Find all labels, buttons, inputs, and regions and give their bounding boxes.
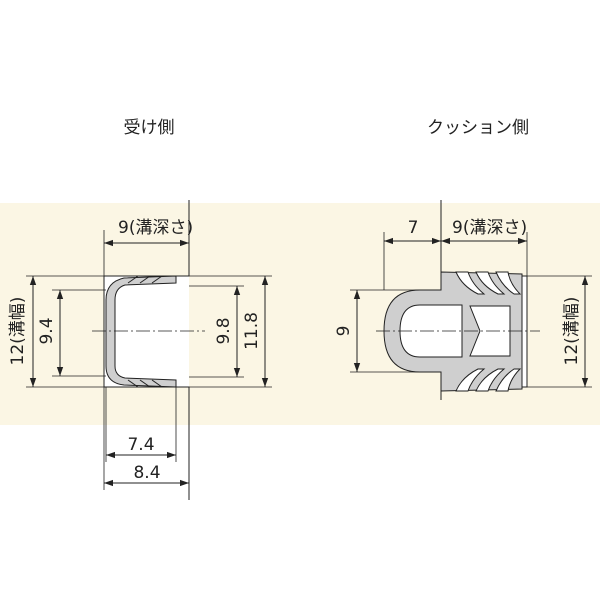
right-title: クッション側	[427, 118, 529, 138]
left-dim-84-label: 8.4	[133, 463, 160, 483]
left-dim-98-label: 9.8	[214, 317, 234, 344]
right-dim-slot-label: 12(溝幅)	[562, 297, 582, 366]
left-dim-118-label: 11.8	[242, 312, 262, 350]
right-dim-7-label: 7	[408, 218, 419, 238]
left-title: 受け側	[124, 118, 175, 138]
right-dim-depth-label: 9(溝深さ)	[452, 218, 527, 238]
left-receiver-part	[105, 275, 177, 388]
left-receiver-fins	[127, 275, 163, 388]
left-wall-region	[104, 276, 189, 387]
right-dim-9-label: 9	[334, 326, 354, 337]
right-cushion-fins	[455, 271, 522, 392]
left-dim-top-label: 9(溝深さ)	[118, 218, 193, 238]
left-dim-74-label: 7.4	[127, 435, 154, 455]
left-dim-slot-label: 12(溝幅)	[8, 297, 28, 366]
left-wall-outline	[103, 200, 190, 500]
left-dim-94-label: 9.4	[37, 317, 57, 344]
